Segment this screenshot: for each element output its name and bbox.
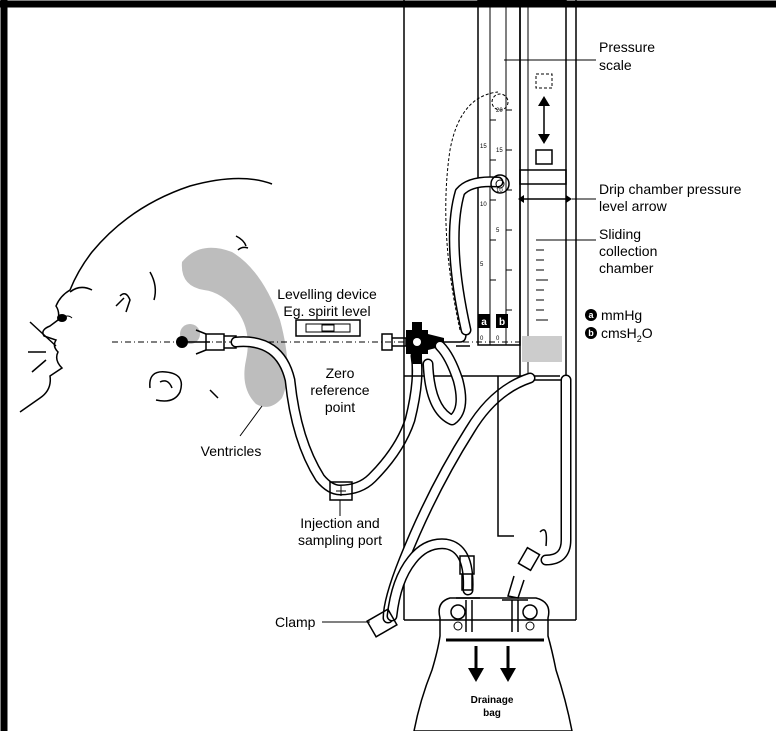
scale-tick-a-10: 10 (480, 202, 487, 208)
label-zero-2: reference (310, 382, 369, 398)
label-zero: Zero (326, 365, 355, 381)
scale-ticks (490, 110, 512, 310)
label-ventricles: Ventricles (201, 443, 262, 459)
label-drip-chamber: Drip chamber pressure (599, 181, 742, 197)
legend-mmhg: mmHg (601, 307, 642, 323)
label-levelling-2: Eg. spirit level (283, 303, 370, 319)
label-clamp: Clamp (275, 614, 316, 630)
chamber-fluid (522, 336, 562, 362)
down-arrow-icon (468, 668, 484, 682)
collection-chamber (518, 0, 572, 380)
label-pressure-scale-2: scale (599, 57, 632, 73)
ventricles (180, 248, 288, 407)
label-drainage-2: bag (483, 708, 501, 719)
label-injection: Injection and (300, 515, 379, 531)
scale-marker-a: a (481, 317, 487, 328)
scale-tick-a-0: 0 (480, 336, 484, 342)
scale-tick-b-5: 5 (496, 228, 500, 234)
scale-tick-a-15: 15 (480, 144, 487, 150)
scale-tubing (428, 92, 509, 420)
three-way-tap (382, 318, 470, 364)
unit-legend: a mmHg b cmsH2O (585, 307, 653, 344)
spirit-level (296, 320, 360, 336)
legend-marker-b: b (588, 328, 594, 338)
scale-tick-b-20: 20 (496, 108, 503, 114)
scale-tick-b-15: 15 (496, 148, 503, 154)
label-zero-3: point (325, 399, 355, 415)
chamber-ticks (536, 240, 548, 320)
label-sliding: Sliding (599, 226, 641, 242)
label-pressure-scale: Pressure (599, 39, 655, 55)
label-levelling: Levelling device (277, 286, 377, 302)
label-sliding-3: chamber (599, 260, 654, 276)
scale-tick-a-5: 5 (480, 262, 484, 268)
label-sliding-2: collection (599, 243, 657, 259)
label-injection-2: sampling port (298, 532, 382, 548)
pressure-scale: 15 10 5 0 20 15 10 5 0 a b (478, 0, 520, 345)
scale-tick-b-0: 0 (496, 336, 500, 342)
down-arrow-icon (500, 668, 516, 682)
scale-marker-b: b (499, 317, 505, 328)
label-drainage: Drainage (471, 695, 514, 706)
label-drip-chamber-2: level arrow (599, 198, 668, 214)
legend-cmsh2o: cmsH2O (601, 325, 653, 344)
